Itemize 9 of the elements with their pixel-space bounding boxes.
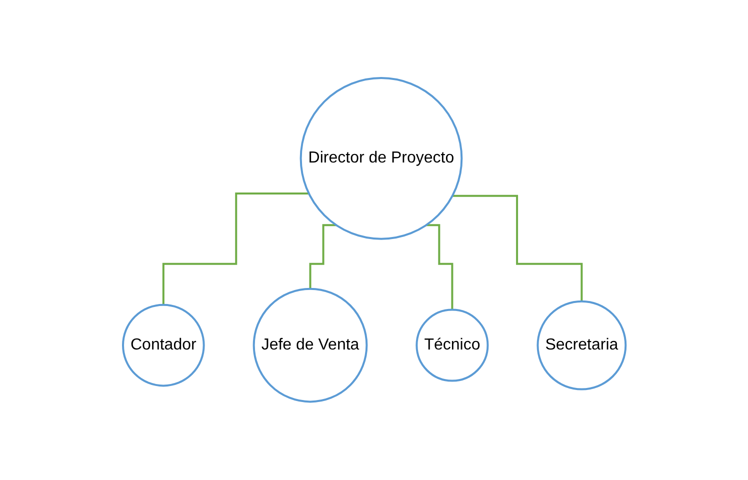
node-circle: Jefe de Venta — [252, 288, 368, 403]
node-circle: Director de Proyecto — [299, 77, 462, 240]
node-circle: Contador — [122, 304, 204, 387]
connector — [452, 195, 582, 302]
connector — [426, 224, 453, 311]
node-circle: Técnico — [415, 308, 488, 382]
node-circle: Secretaria — [536, 300, 626, 390]
connector — [162, 192, 309, 306]
connector — [308, 224, 336, 290]
